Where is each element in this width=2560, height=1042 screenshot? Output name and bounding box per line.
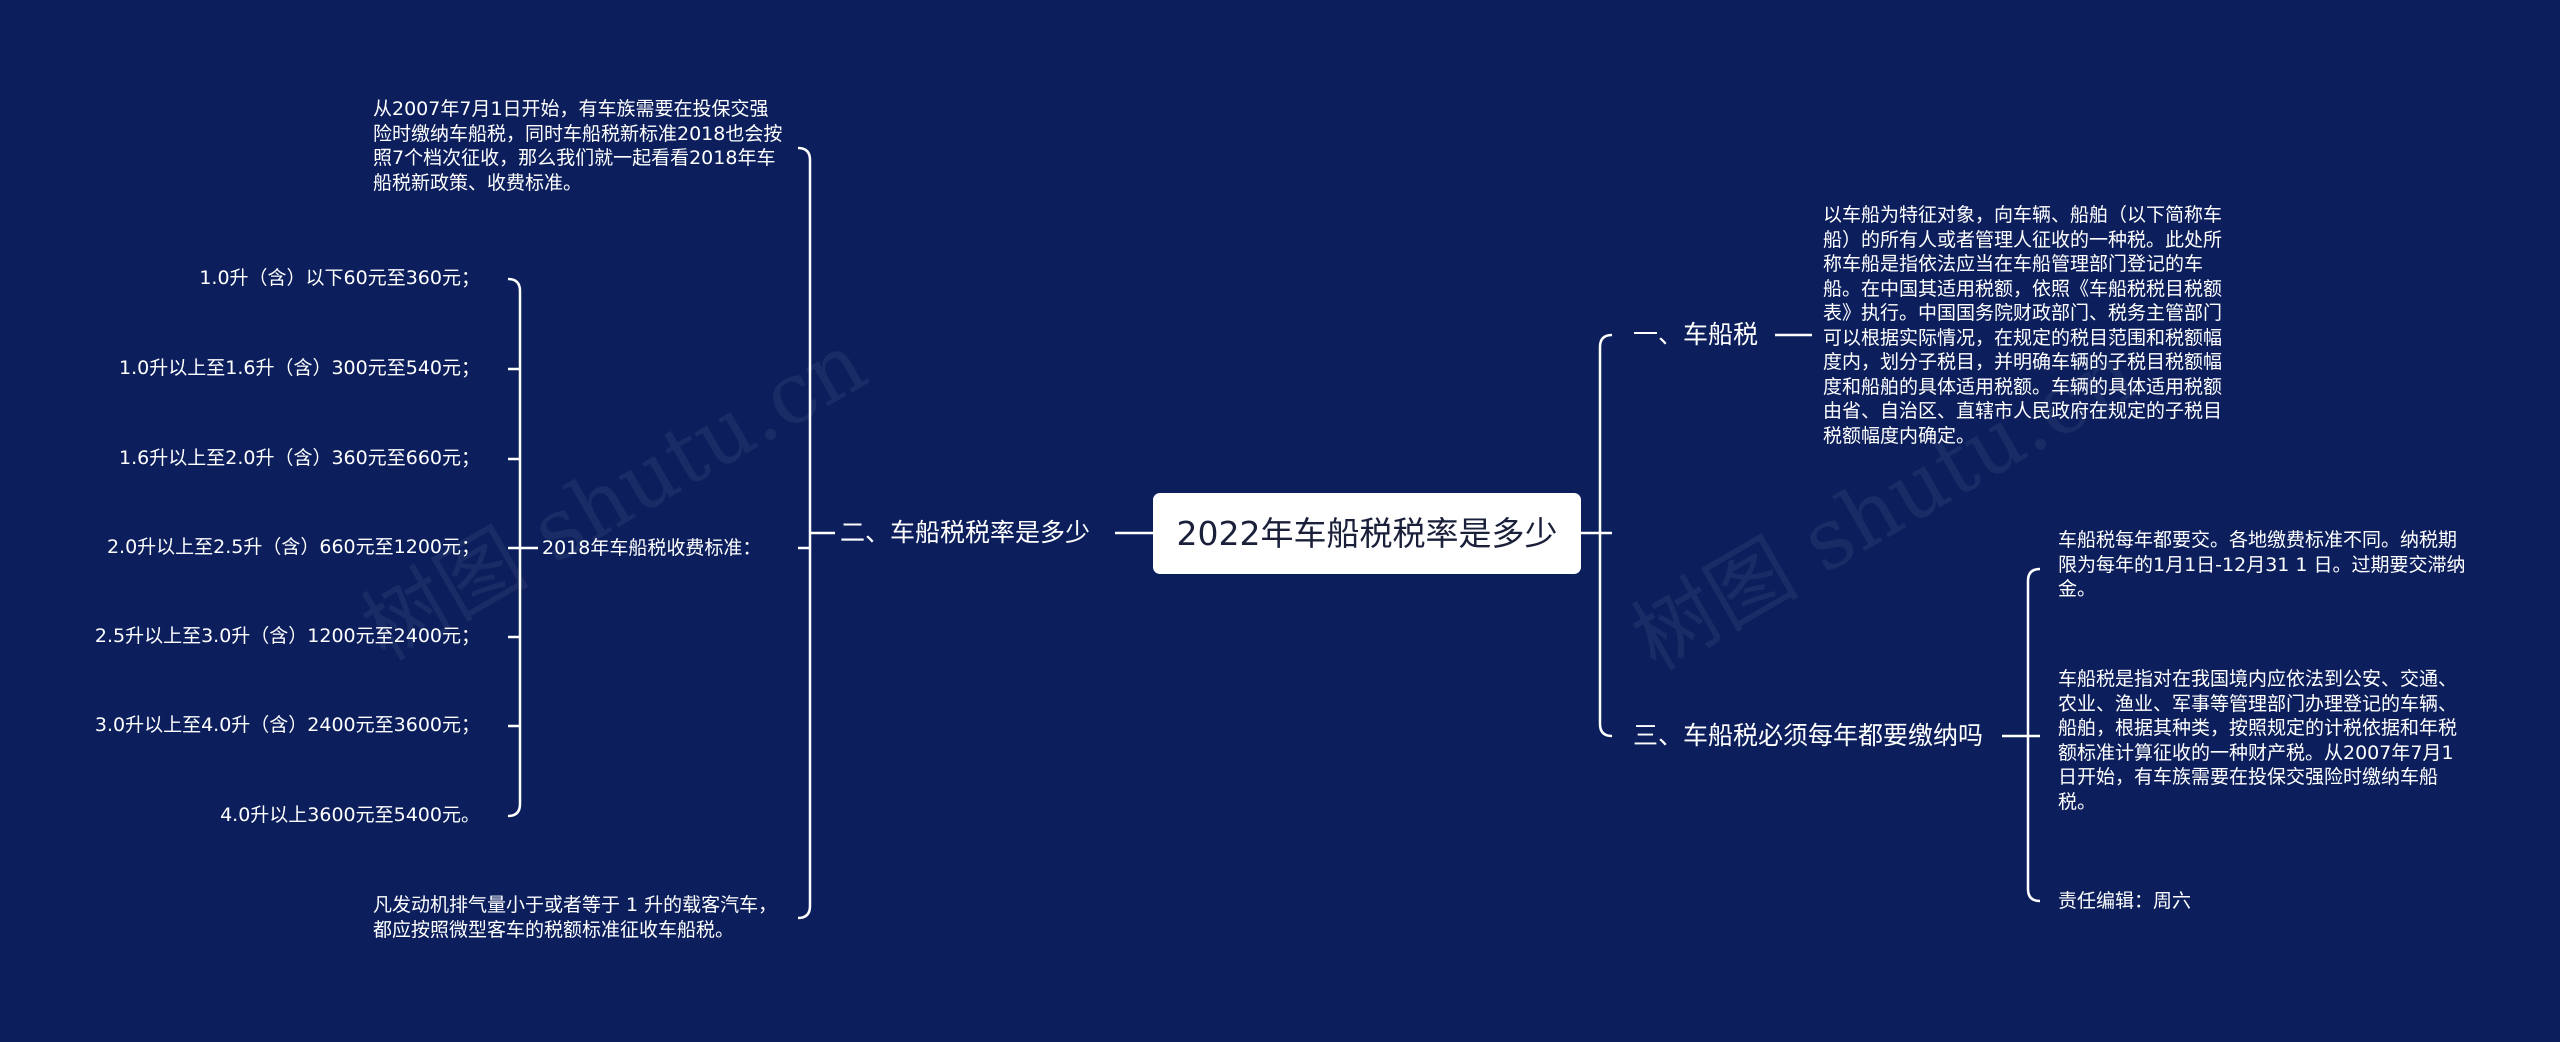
rate-item: 2.5升以上至3.0升（含）1200元至2400元； <box>94 625 480 647</box>
branch-vehicle-tax[interactable]: 一、车船税 <box>1633 320 1759 349</box>
branch-rates[interactable]: 二、车船税税率是多少 <box>840 518 1091 547</box>
root-node[interactable]: 2022年车船税税率是多少 <box>1153 493 1581 574</box>
standard-label[interactable]: 2018年车船税收费标准： <box>542 537 762 559</box>
rate-item: 1.6升以上至2.0升（含）360元至660元； <box>119 447 480 469</box>
annual-payment-text: 车船税是指对在我国境内应依法到公安、交通、农业、渔业、军事等管理部门办理登记的车… <box>2058 668 2458 813</box>
rate-item: 1.0升（含）以下60元至360元； <box>199 267 480 289</box>
rate-item: 4.0升以上3600元至5400元。 <box>220 804 480 826</box>
vehicle-tax-definition: 以车船为特征对象，向车辆、船舶（以下简称车船）的所有人或者管理人征收的一种税。此… <box>1823 204 2223 447</box>
annual-payment-text: 车船税每年都要交。各地缴费标准不同。纳税期限为每年的1月1日-12月31 1 日… <box>2058 529 2466 600</box>
rate-item: 3.0升以上至4.0升（含）2400元至3600元； <box>94 714 480 736</box>
footnote-text: 凡发动机排气量小于或者等于 1 升的载客汽车，都应按照微型客车的税额标准征收车船… <box>373 894 778 941</box>
branch-annual-payment[interactable]: 三、车船税必须每年都要缴纳吗 <box>1633 721 1984 750</box>
editor-credit: 责任编辑：周六 <box>2058 890 2192 912</box>
intro-text: 从2007年7月1日开始，有车族需要在投保交强险时缴纳车船税，同时车船税新标准2… <box>373 98 783 194</box>
rate-item: 1.0升以上至1.6升（含）300元至540元； <box>119 357 480 379</box>
rate-item: 2.0升以上至2.5升（含）660元至1200元； <box>106 536 480 558</box>
